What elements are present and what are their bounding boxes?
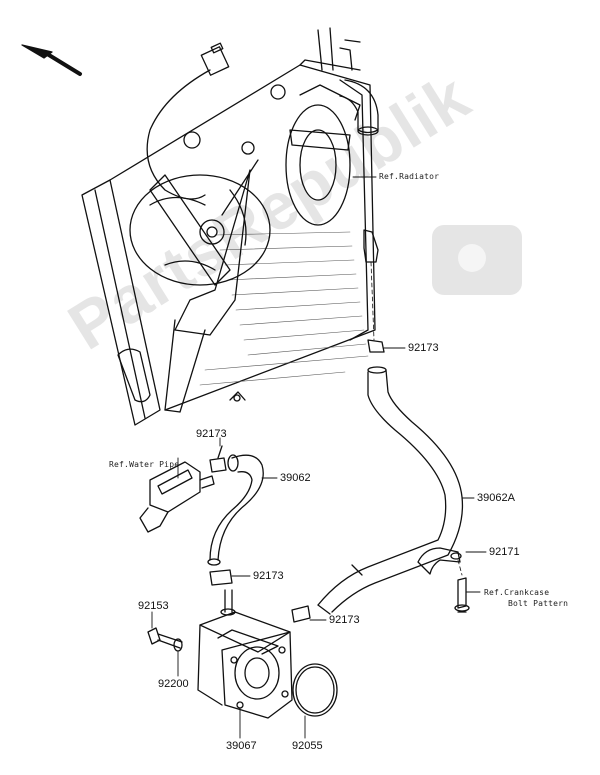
ref-crankcase-label: Ref.Crankcase bbox=[484, 588, 550, 597]
part-label-92200: 92200 bbox=[158, 678, 189, 690]
leader-lines bbox=[151, 176, 487, 739]
ref-water-pipe-label: Ref.Water Pipe bbox=[109, 460, 180, 469]
front-direction-arrow bbox=[21, 44, 82, 76]
part-label-39062: 39062 bbox=[280, 472, 311, 484]
hose-clamp-water-pipe bbox=[209, 445, 227, 473]
bracket-92171 bbox=[417, 547, 470, 613]
hose-clamp-upper bbox=[367, 339, 385, 353]
water-pipe-fitting bbox=[139, 461, 215, 533]
part-label-92055: 92055 bbox=[292, 740, 323, 752]
part-label-39062A: 39062A bbox=[477, 492, 515, 504]
part-label-39067: 39067 bbox=[226, 740, 257, 752]
part-label-92173-water-pipe: 92173 bbox=[196, 428, 227, 440]
cooling-fan bbox=[129, 159, 271, 413]
hose-clamp-lower-left bbox=[209, 569, 233, 586]
radiator-assembly bbox=[81, 59, 376, 426]
part-label-92173-lower-left: 92173 bbox=[253, 570, 284, 582]
bolt-92153 bbox=[147, 627, 183, 649]
radiator-upper-hose bbox=[317, 27, 379, 136]
watermark-gear-icon bbox=[432, 225, 522, 295]
hose-39062 bbox=[207, 454, 264, 566]
hose-clamp-oil-cooler bbox=[291, 605, 311, 623]
part-label-92173-upper: 92173 bbox=[408, 342, 439, 354]
part-label-92173-oil-cooler: 92173 bbox=[329, 614, 360, 626]
radiator-outlet-nipple bbox=[363, 229, 379, 341]
part-label-92153: 92153 bbox=[138, 600, 169, 612]
oil-cooler bbox=[197, 589, 293, 719]
ref-bolt-pattern-label: Bolt Pattern bbox=[508, 599, 569, 608]
washer-92200 bbox=[173, 638, 183, 652]
o-ring-92055 bbox=[292, 663, 338, 717]
fan-wire-harness bbox=[146, 42, 230, 200]
part-label-92171: 92171 bbox=[489, 546, 520, 558]
ref-radiator-label: Ref.Radiator bbox=[379, 172, 440, 181]
hose-39062A bbox=[317, 366, 464, 615]
